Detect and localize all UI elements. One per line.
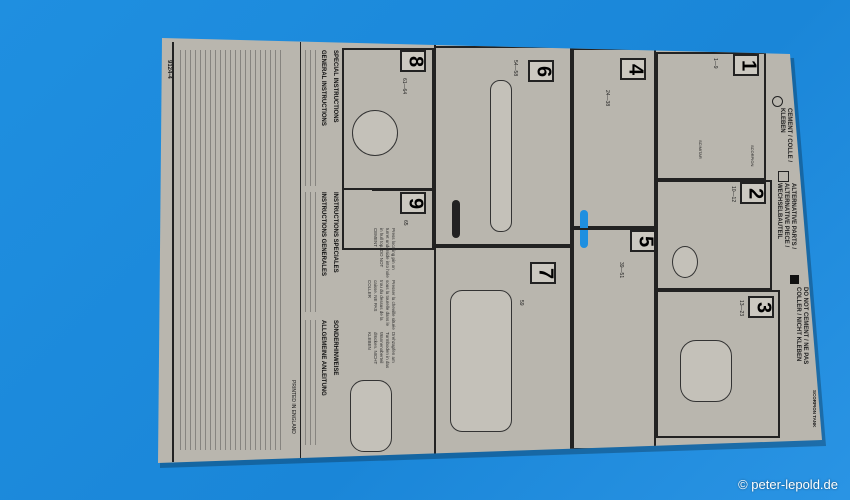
step-3-parts: 13—23: [738, 300, 744, 317]
divider: [372, 190, 434, 191]
step-5-number: 5: [630, 230, 657, 252]
step-3-number: 3: [748, 296, 775, 318]
special-instructions-de: SONDERHINWEISE: [332, 320, 338, 376]
text-block: [303, 320, 316, 445]
watermark: © peter-lepold.de: [738, 477, 838, 492]
kit-title: SCORPION TANK: [812, 390, 817, 428]
step-1-number: 1: [733, 54, 760, 76]
step-6-panel: [434, 46, 572, 246]
legend-no-cement: DO NOT CEMENT / NE PAS COLLER / NICHT KL…: [795, 287, 808, 365]
general-instructions-en: GENERAL INSTRUCTIONS: [320, 50, 326, 126]
step-6-parts: 54—58: [512, 60, 518, 77]
legend-alternative: ALTERNATIVE PARTS / ALTERNATIVE PIECE / …: [776, 183, 796, 249]
step-2-panel: [656, 180, 772, 290]
hull-drawing: [350, 380, 392, 452]
divider: [172, 42, 174, 462]
text-block: [303, 50, 316, 186]
special-instructions-en: SPECIAL INSTRUCTIONS: [332, 50, 338, 123]
step-8-panel: [342, 48, 434, 190]
step-9-note-de: Drehzapfen am Turmboden in das Wannenobe…: [367, 332, 396, 369]
part-drawing: [672, 246, 698, 278]
step-5-panel: [572, 228, 656, 450]
legend-cement: CEMENT / COLLE / KLEBEN: [779, 108, 792, 162]
cement-symbol: [772, 96, 783, 107]
step-6-number: 6: [528, 60, 555, 82]
text-column-history: [178, 50, 283, 450]
step-5-parts: 39—51: [618, 262, 624, 279]
variant-label: SCORPION: [750, 145, 755, 167]
step-9-notes-panel: [342, 190, 434, 250]
step-9-note-en: Press locating pin on turret underside i…: [373, 228, 396, 278]
general-instructions-de: ALLGEMEINE ANLEITUNG: [320, 320, 326, 396]
step-8-parts: 61—64: [401, 78, 407, 95]
hull-drawing: [450, 290, 512, 432]
step-7-number: 7: [530, 262, 557, 284]
divider: [300, 42, 301, 462]
step-3-panel: [656, 290, 780, 438]
sheet-code: 9124-4: [166, 60, 172, 79]
general-instructions-fr: INSTRUCTIONS GENERALES: [320, 192, 326, 277]
part-drawing: [352, 110, 398, 156]
step-9-parts: 65: [402, 220, 408, 226]
turret-drawing: [680, 340, 732, 402]
step-7-parts: 59: [518, 300, 524, 306]
alternative-parts-symbol: [778, 171, 789, 182]
step-2-number: 2: [740, 182, 767, 204]
step-8-number: 8: [400, 50, 427, 72]
special-instructions-fr: INSTRUCTIONS SPECIALES: [332, 192, 338, 273]
step-9-note-fr: Presser la cheville située sous la toure…: [367, 280, 396, 330]
step-4-number: 4: [620, 58, 647, 80]
step-1-parts: 1—9: [712, 58, 718, 69]
track-drawing: [490, 80, 512, 232]
step-1-panel: [656, 52, 766, 180]
step-2-parts: 10—12: [730, 186, 736, 203]
printed-note: PRINTED IN ENGLAND: [290, 380, 296, 434]
step-9-number: 9: [400, 192, 427, 214]
variant-label: SCIMITAR: [698, 140, 703, 159]
tab-slot: [452, 200, 460, 238]
step-4-parts: 24—38: [604, 90, 610, 107]
text-block: [303, 192, 316, 312]
do-not-cement-symbol: [790, 275, 799, 284]
